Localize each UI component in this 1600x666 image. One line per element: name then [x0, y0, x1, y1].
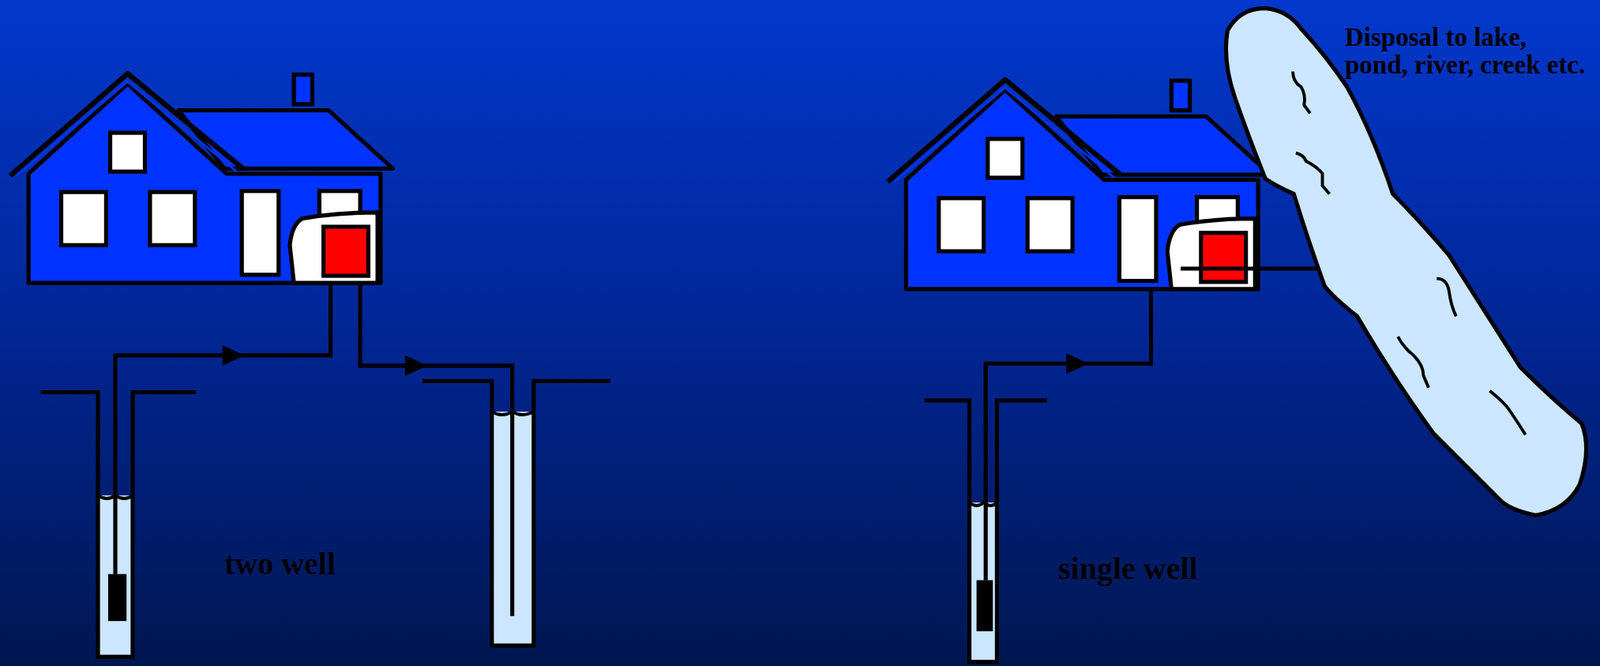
- supply-pipe: [115, 282, 331, 574]
- system-label: single well: [1058, 549, 1199, 587]
- house: [887, 79, 1271, 290]
- return-pipe: [360, 282, 513, 616]
- discharge-pipe: [1180, 266, 1376, 271]
- flow-arrow: [1066, 353, 1089, 374]
- flow-arrow: [405, 355, 428, 376]
- lake: Disposal to lake, pond, river, creek etc…: [1219, 0, 1600, 522]
- return-well: [422, 380, 611, 646]
- supply-well: [41, 391, 196, 657]
- disposal-note: Disposal to lake, pond, river, creek etc…: [1344, 23, 1594, 79]
- flow-arrow: [222, 345, 245, 366]
- system-label: two well: [224, 544, 336, 583]
- house: [10, 73, 394, 283]
- supply-pipe: [985, 289, 1151, 580]
